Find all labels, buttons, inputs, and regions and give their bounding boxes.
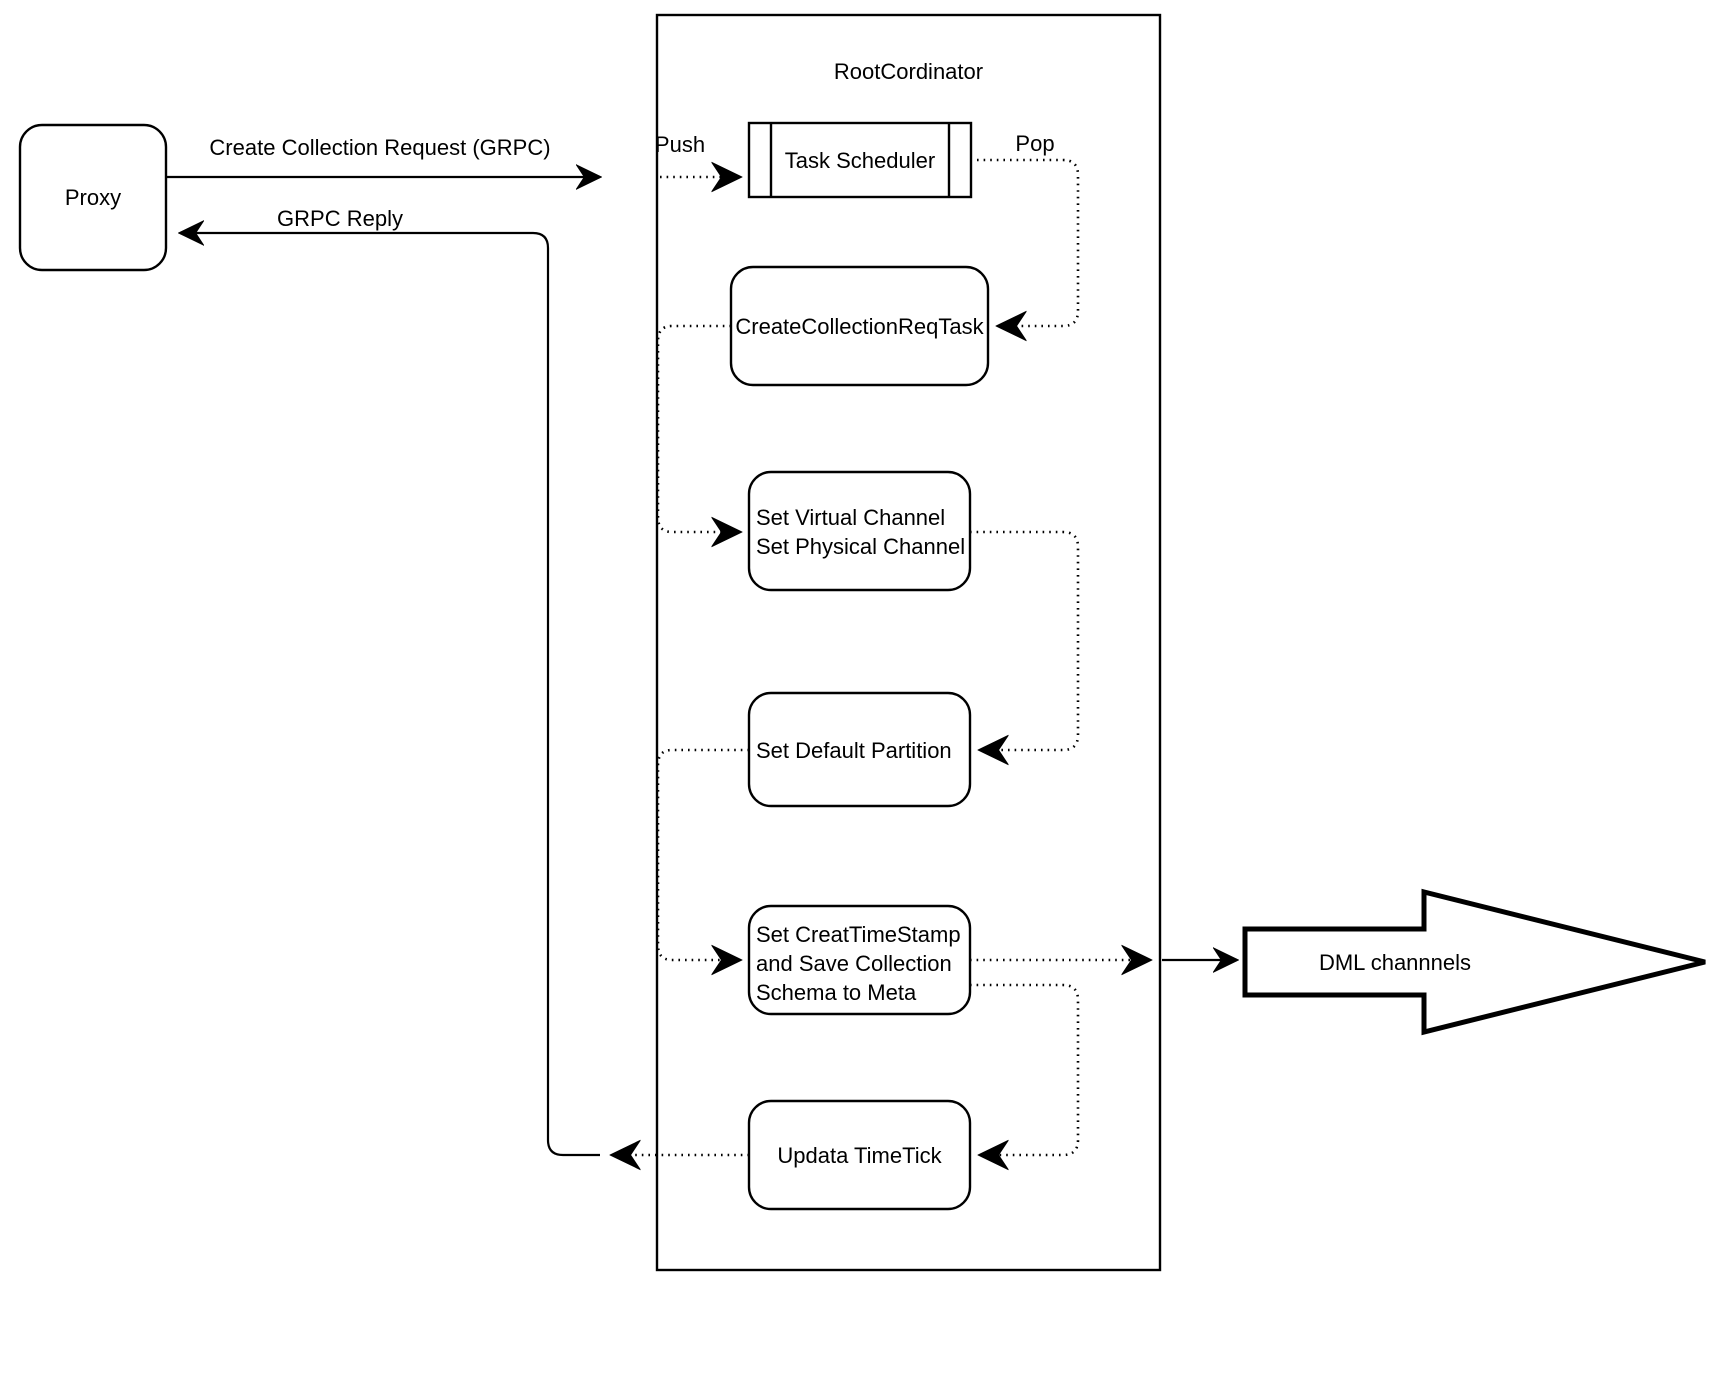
- proxy-node[interactable]: [18, 123, 168, 272]
- edge-partition-to-timestamp: [656, 748, 749, 960]
- create-collection-req-task-node[interactable]: [729, 265, 990, 387]
- task-scheduler-node[interactable]: [747, 121, 973, 199]
- edge-label-grpc-reply: GRPC Reply: [277, 206, 403, 231]
- set-default-partition-node[interactable]: [747, 691, 972, 808]
- edge-label-create-collection-request: Create Collection Request (GRPC): [209, 135, 551, 160]
- edge-grpc-reply: [180, 233, 600, 1157]
- root-cordinator-container: [655, 13, 1162, 1272]
- dml-channels-block-arrow[interactable]: [1242, 888, 1706, 1036]
- set-creat-timestamp-node[interactable]: [747, 904, 972, 1016]
- set-channels-node[interactable]: [747, 470, 972, 592]
- edge-pop: [977, 158, 1080, 326]
- updata-timetick-node[interactable]: [747, 1099, 972, 1211]
- edge-label-push: Push: [654, 132, 706, 157]
- edge-timestamp-to-timetick: [970, 983, 1080, 1155]
- edge-label-pop: Pop: [1015, 131, 1055, 156]
- edge-channels-to-partition: [970, 530, 1080, 750]
